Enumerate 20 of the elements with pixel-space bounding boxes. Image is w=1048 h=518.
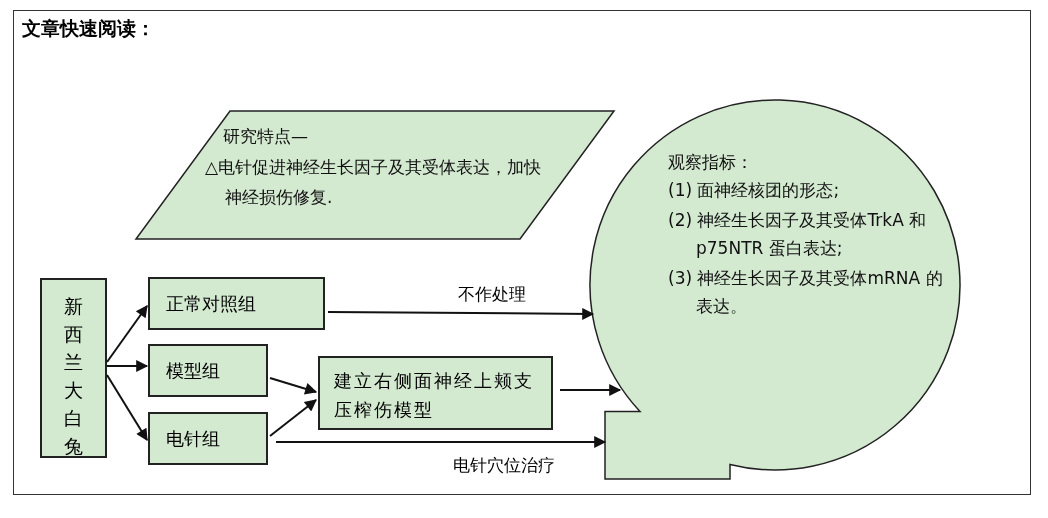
process-box: 电针组 xyxy=(148,412,268,465)
arrow xyxy=(327,307,595,320)
arrow xyxy=(106,305,148,363)
heading-text: 观察指标： xyxy=(668,151,754,174)
process-box: 新西兰大白兔 xyxy=(40,278,107,458)
body-text: (3) 神经生长因子及其受体mRNA 的表达。 xyxy=(668,267,944,318)
body-text: (1) 面神经核团的形态; xyxy=(668,179,841,202)
process-box: 模型组 xyxy=(148,344,268,397)
heading-text: 研究特点— xyxy=(223,125,309,148)
process-box: 建立右侧面神经上颊支压榨伤模型 xyxy=(318,356,553,430)
body-text: (2) 神经生长因子及其受体TrkA 和 p75NTR 蛋白表达; xyxy=(668,209,928,260)
arrow xyxy=(559,384,622,396)
title: 文章快速阅读： xyxy=(22,16,155,41)
arrow xyxy=(106,360,149,372)
process-box: 正常对照组 xyxy=(148,277,325,330)
arrow xyxy=(269,377,318,395)
body-text: △电针促进神经生长因子及其受体表达，加快神经损伤修复. xyxy=(205,156,543,209)
arrow xyxy=(106,374,148,441)
arrow xyxy=(269,399,317,437)
arrow xyxy=(275,436,607,448)
